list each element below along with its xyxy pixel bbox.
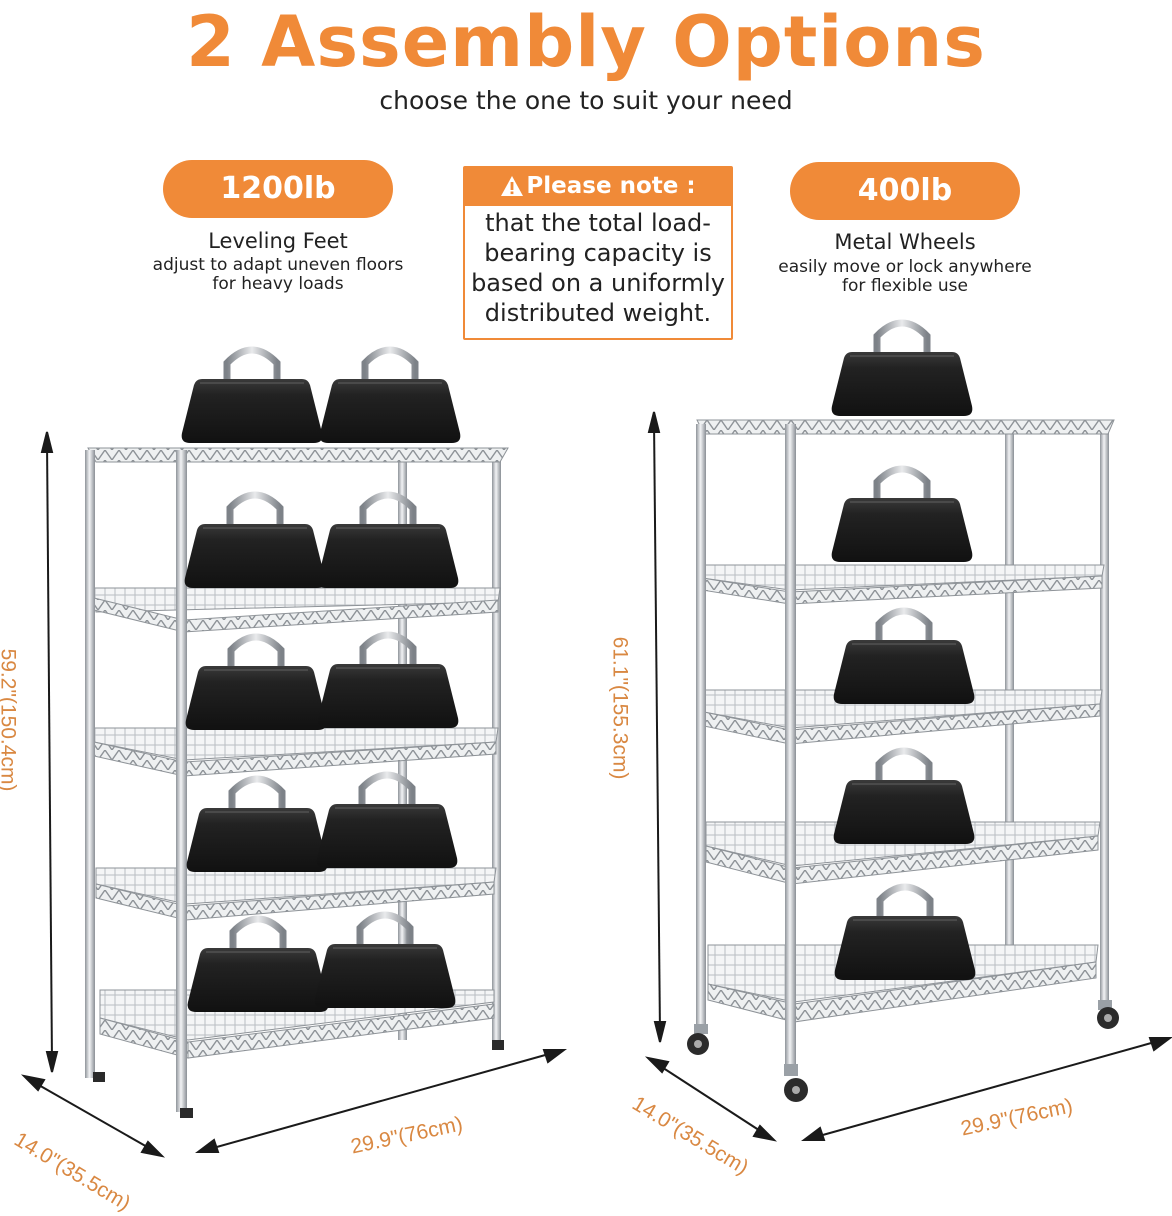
shelf-tier <box>696 419 1115 435</box>
leveling-foot <box>492 1040 504 1050</box>
shelf-metal-wheels <box>687 323 1119 1102</box>
weight <box>318 495 459 588</box>
shelf-post <box>696 424 706 1028</box>
weight <box>186 637 327 730</box>
caster-wheel <box>784 1064 808 1102</box>
page-title: 2 Assembly Options <box>186 1 986 83</box>
weight <box>834 751 975 844</box>
option-desc-wheels-line1: easily move or lock anywhere <box>778 257 1032 277</box>
option-desc-wheels-line2: for flexible use <box>842 276 968 296</box>
dimension-height-right: 61.1"(155.3cm) <box>608 636 632 780</box>
note-line-3: based on a uniformly <box>471 269 725 297</box>
weight <box>317 775 458 868</box>
shelf-post <box>85 450 95 1078</box>
shelf-tier <box>87 447 509 463</box>
weight <box>832 323 973 416</box>
note-line-4: distributed weight. <box>484 299 712 327</box>
option-desc-leveling-line2: for heavy loads <box>212 274 344 294</box>
note-heading-text: Please note : <box>526 173 696 199</box>
please-note-box: Please note : that the total load- beari… <box>463 166 733 340</box>
weight <box>835 887 976 980</box>
option-desc-leveling-line1: adjust to adapt uneven floors <box>152 255 404 275</box>
dimension-arrows-right <box>644 411 1172 1142</box>
shelf-tier <box>701 564 1105 605</box>
note-body: that the total load- bearing capacity is… <box>465 206 731 328</box>
weight <box>187 779 328 872</box>
dimension-arrows-left <box>20 431 567 1158</box>
shelf-tier <box>93 727 499 777</box>
capacity-badge-leveling: 1200lb <box>163 160 393 218</box>
page-subtitle: choose the one to suit your need <box>379 86 793 115</box>
shelf-tier <box>95 867 497 921</box>
weight <box>318 635 459 728</box>
caster-wheel <box>1097 1000 1119 1029</box>
weight <box>315 915 456 1008</box>
weight <box>182 350 323 443</box>
weight <box>834 611 975 704</box>
shelf-post <box>176 450 187 1112</box>
leveling-foot <box>93 1072 105 1082</box>
option-name-leveling-feet: Leveling Feet <box>208 229 348 253</box>
warning-icon <box>501 176 524 196</box>
shelf-leveling-feet <box>85 350 509 1118</box>
note-heading: Please note : <box>465 168 731 206</box>
note-line-2: bearing capacity is <box>484 239 712 267</box>
shelf-post <box>785 424 796 1068</box>
weight <box>320 350 461 443</box>
option-name-metal-wheels: Metal Wheels <box>834 230 976 254</box>
dimension-height-left: 59.2"(150.4cm) <box>0 648 20 792</box>
shelf-post <box>1100 428 1109 1008</box>
note-line-1: that the total load- <box>485 209 711 237</box>
weight <box>188 919 329 1012</box>
weight <box>832 469 973 562</box>
capacity-badge-wheels: 400lb <box>790 162 1020 220</box>
weight <box>185 495 326 588</box>
shelf-tier <box>91 587 501 633</box>
leveling-foot <box>180 1108 193 1118</box>
caster-wheel <box>687 1024 709 1055</box>
